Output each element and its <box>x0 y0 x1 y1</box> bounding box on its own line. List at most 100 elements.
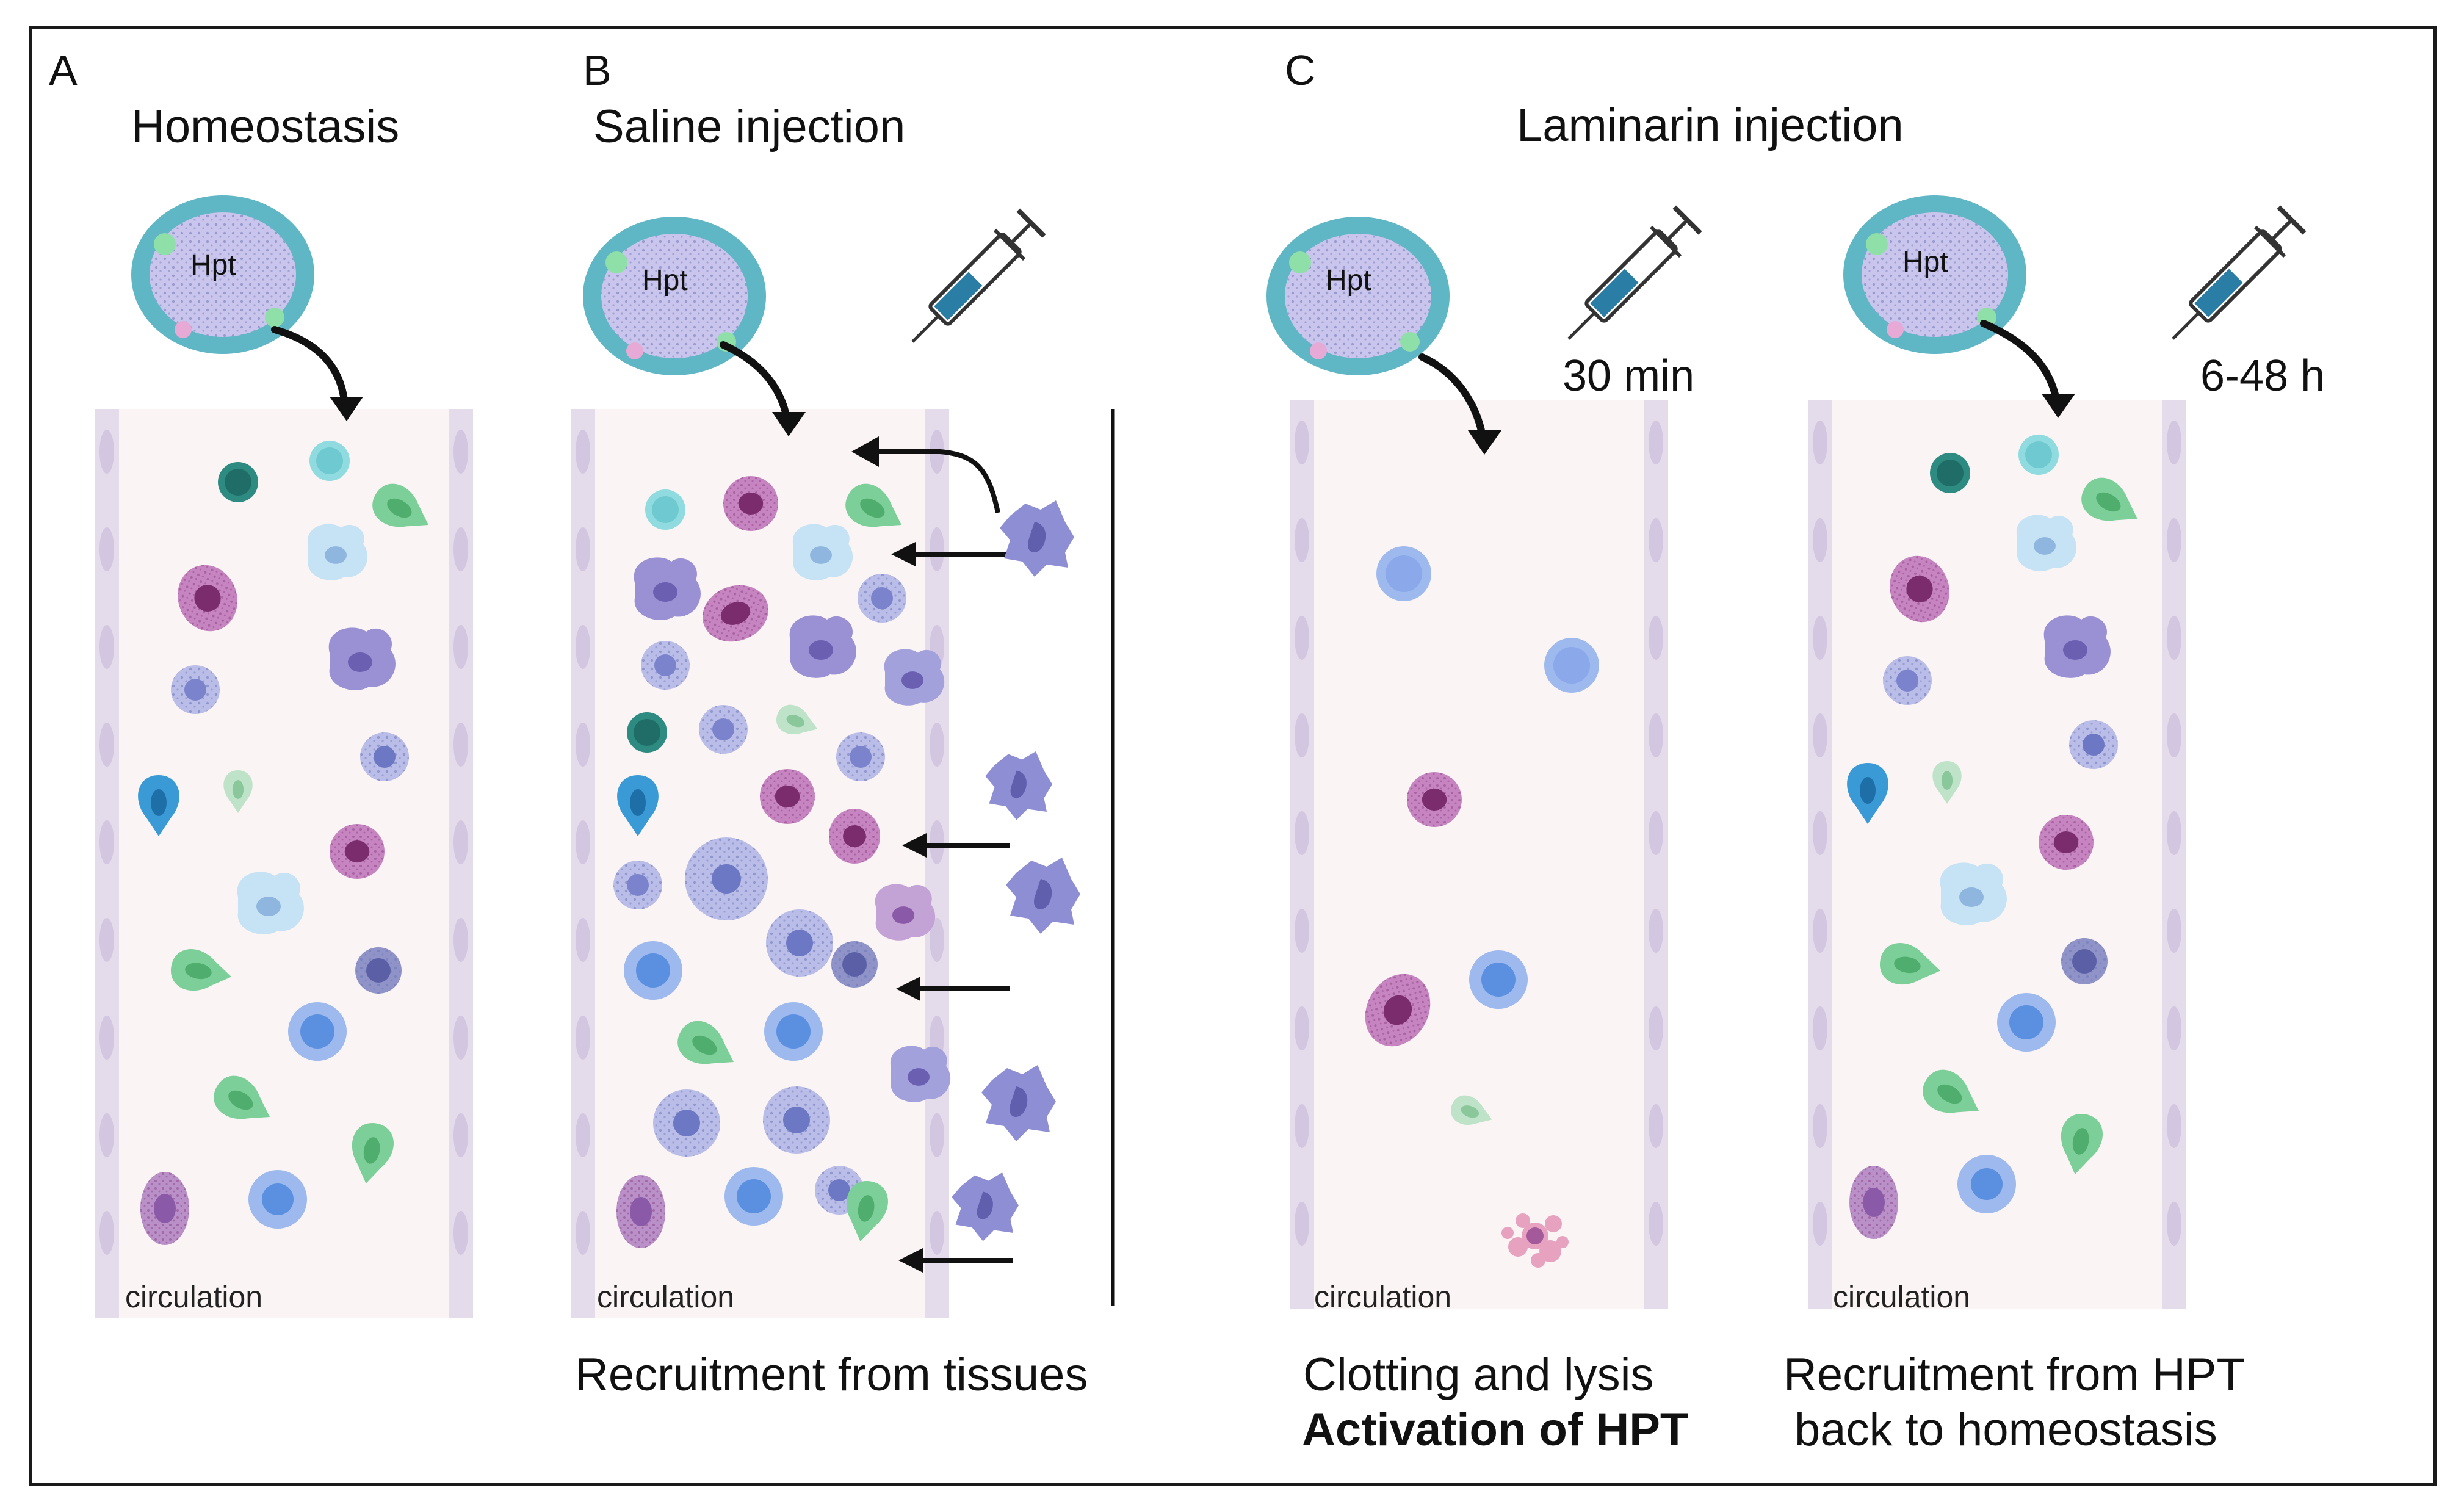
granular-cell <box>641 641 690 690</box>
recruitment-arrowhead <box>851 436 879 467</box>
pink-cell <box>723 476 778 531</box>
endothelial-nucleus <box>99 1113 114 1157</box>
recruitment-arrowhead <box>902 833 927 858</box>
spiky-cell <box>1006 858 1080 934</box>
endothelial-nucleus <box>1813 616 1827 660</box>
amoeboid-cell <box>884 649 945 706</box>
endothelial-nucleus <box>1813 421 1827 464</box>
purple-oval-cell <box>616 1175 665 1248</box>
syringe-icon <box>911 208 1046 343</box>
endothelial-nucleus <box>2167 616 2181 660</box>
endothelial-nucleus <box>576 625 590 669</box>
panel-label-a: A <box>49 46 78 94</box>
recruitment-arrowhead <box>898 1248 923 1273</box>
endothelial-nucleus <box>99 430 114 474</box>
blue-cell <box>1376 546 1431 601</box>
endothelial-nucleus <box>1295 811 1309 855</box>
purple-oval-cell <box>1849 1166 1898 1239</box>
recruitment-arrow-curved <box>873 449 1000 513</box>
granular-cell <box>2061 938 2108 984</box>
spindle-cell <box>214 1075 270 1119</box>
granular-cell <box>699 705 748 754</box>
hpt-organ-c1: Hpt <box>1266 217 1450 375</box>
endothelial-nucleus <box>930 918 944 962</box>
teal-cell <box>1930 453 1970 493</box>
hpt-release-arrow-a <box>271 326 349 410</box>
endothelial-nucleus <box>1813 909 1827 953</box>
teal-cell <box>218 462 258 502</box>
endothelial-nucleus <box>576 1016 590 1060</box>
pink-cell <box>760 769 815 824</box>
endothelial-nucleus <box>453 1113 468 1157</box>
amoeboid-cell <box>792 524 853 580</box>
spindle-cell <box>223 770 253 813</box>
blue-cell <box>764 1002 823 1061</box>
endothelial-nucleus <box>1649 811 1663 855</box>
recruitment-arrowhead <box>896 977 920 1001</box>
endothelial-nucleus <box>1295 518 1309 562</box>
endothelial-nucleus <box>453 527 468 571</box>
endothelial-nucleus <box>1813 1202 1827 1246</box>
granular-cell <box>836 732 885 781</box>
syringe-icon <box>2172 205 2307 340</box>
circulation-label-a: circulation <box>125 1280 263 1314</box>
svg-text:Hpt: Hpt <box>190 249 236 281</box>
endothelial-nucleus <box>1649 518 1663 562</box>
amoeboid-cell <box>307 524 368 580</box>
endothelial-nucleus <box>453 723 468 767</box>
svg-text:Hpt: Hpt <box>1326 264 1371 297</box>
endothelial-nucleus <box>1649 713 1663 757</box>
spindle-cell <box>2061 1113 2103 1175</box>
granular-cell <box>831 941 878 988</box>
pink-cell <box>1407 772 1462 827</box>
caption-c1-line2: Activation of HPT <box>1302 1404 1689 1456</box>
spindle-cell <box>352 1122 394 1184</box>
spiky-cell <box>952 1172 1019 1241</box>
figure-frame <box>29 26 2437 1486</box>
svg-text:Hpt: Hpt <box>1902 246 1948 278</box>
spindle-cell <box>1847 763 1888 824</box>
blue-cell <box>1544 638 1599 693</box>
granular-cell <box>653 1089 720 1157</box>
blue-cell <box>624 941 682 1000</box>
endothelial-nucleus <box>576 918 590 962</box>
pink-cell <box>330 824 385 879</box>
spindle-cell <box>776 704 818 734</box>
spindle-cell <box>372 483 428 527</box>
amoeboid-cell <box>2043 615 2111 678</box>
pink-cell <box>178 565 237 632</box>
spiky-cell <box>981 1065 1056 1141</box>
amoeboid-cell <box>875 884 936 941</box>
circulation-label-c1: circulation <box>1314 1280 1452 1314</box>
endothelial-nucleus <box>1813 1006 1827 1050</box>
endothelial-nucleus <box>930 820 944 864</box>
panel-label-c: C <box>1285 46 1316 94</box>
vessel-a <box>95 409 473 1318</box>
granular-cell <box>763 1086 830 1154</box>
endothelial-nucleus <box>2167 713 2181 757</box>
granular-cell <box>2069 720 2118 769</box>
caption-c2-line2: back to homeostasis <box>1794 1404 2217 1456</box>
endothelial-nucleus <box>1649 1104 1663 1148</box>
endothelial-nucleus <box>2167 1202 2181 1246</box>
time-label-30min: 30 min <box>1563 352 1695 400</box>
spindle-cell <box>2081 477 2137 521</box>
hpt-release-arrow-c1 <box>1418 353 1487 443</box>
hpt-organ-c2: Hpt <box>1843 195 2026 354</box>
granular-cell <box>858 574 906 623</box>
endothelial-nucleus <box>1295 713 1309 757</box>
endothelial-nucleus <box>1813 811 1827 855</box>
spindle-cell <box>617 775 659 836</box>
endothelial-nucleus <box>1295 909 1309 953</box>
caption-b: Recruitment from tissues <box>575 1349 1088 1401</box>
teal-cell <box>627 712 667 753</box>
amoeboid-cell <box>328 627 396 690</box>
circulation-label-b: circulation <box>597 1280 735 1314</box>
blue-cell <box>724 1167 783 1226</box>
lysed-cell-debris <box>1501 1213 1569 1268</box>
pink-cell <box>1365 974 1431 1047</box>
endothelial-nucleus <box>99 918 114 962</box>
cyan-cell <box>309 441 350 481</box>
endothelial-nucleus <box>99 1211 114 1255</box>
